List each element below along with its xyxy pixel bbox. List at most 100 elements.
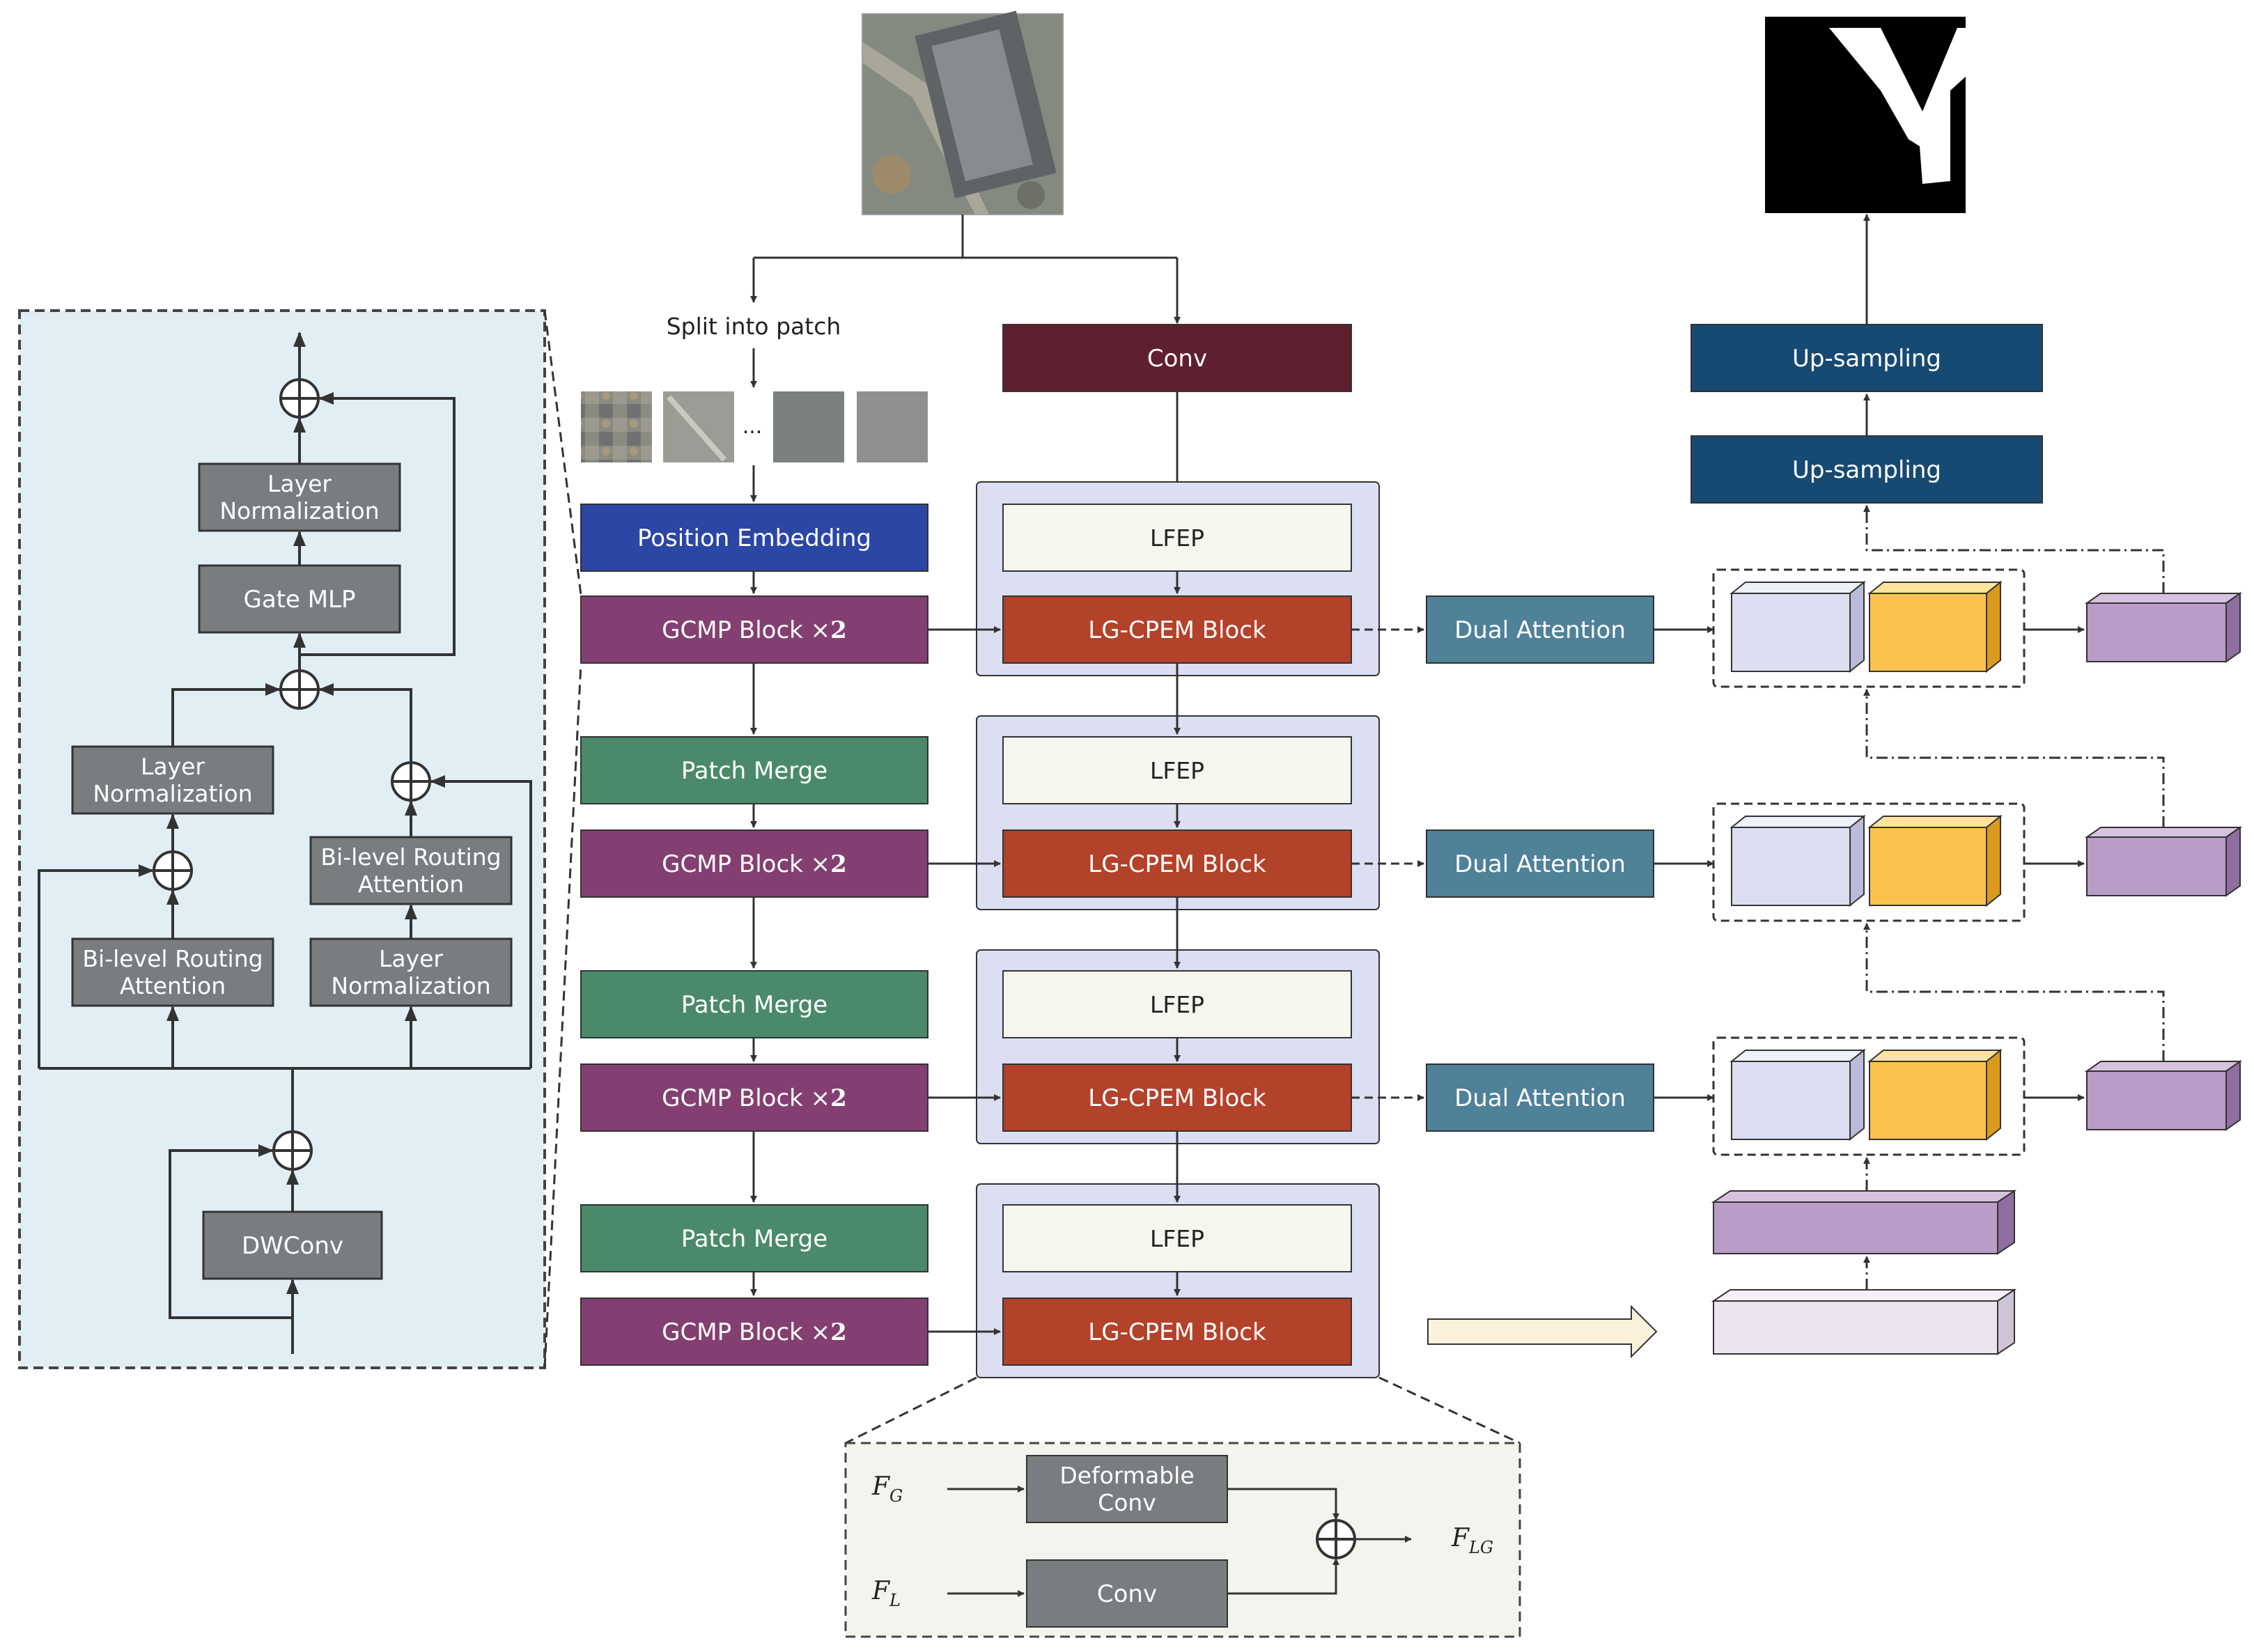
layer-norm-left-line1: Layer [141, 753, 205, 780]
lg-cpem-block-4-label: LG-CPEM Block [1088, 1318, 1266, 1346]
bottom-conv-box [1026, 1559, 1228, 1628]
layer-norm-right-line1: Layer [379, 945, 443, 972]
patch-thumbnails: ... [581, 391, 928, 462]
bi-level-right-box [309, 836, 513, 905]
fg-label: FG [871, 1472, 903, 1506]
zoom-line-bottom-left [845, 1376, 977, 1444]
patch-4 [857, 391, 928, 462]
deformable-conv-box [1026, 1455, 1228, 1523]
dual-attention-2-label: Dual Attention [1454, 850, 1626, 878]
lg-cpem-block-3-label: LG-CPEM Block [1088, 1084, 1266, 1112]
layer-norm-top-line1: Layer [267, 470, 332, 497]
lg-cpem-block-2 [1002, 829, 1352, 898]
gcmp-block-1 [580, 595, 928, 664]
cube-yellow-3 [1867, 1048, 2003, 1141]
bi-level-left-line2: Attention [120, 972, 226, 999]
zoom-line-bottom-right [1378, 1376, 1521, 1444]
center-blocks: LFEP LG-CPEM Block LFEP LG-CPEM Block LF… [1002, 504, 1352, 1366]
bi-level-right-line1: Bi-level Routing [320, 843, 501, 871]
cube-lavender-1 [1730, 580, 1866, 673]
layer-norm-right-box [309, 937, 513, 1007]
layer-norm-right-line2: Normalization [331, 972, 490, 999]
upsampling-block-top [1690, 324, 2043, 392]
flg-label: FLG [1451, 1524, 1493, 1557]
lfep-block-4 [1002, 1204, 1352, 1272]
lg-cpem-block-1-label: LG-CPEM Block [1088, 616, 1266, 644]
dual-attention-1 [1426, 595, 1654, 664]
gate-mlp-label: Gate MLP [243, 586, 355, 614]
cube-group-2 [1712, 802, 2026, 922]
cube-lavender-2 [1730, 814, 1866, 907]
lg-cpem-block-1 [1002, 595, 1352, 664]
lfep-block-2-label: LFEP [1150, 757, 1204, 784]
left-detail-panel: Layer Normalization Gate MLP Layer Norma… [18, 309, 546, 1369]
lfep-block-1 [1002, 504, 1352, 572]
cube-pale-wide [1711, 1288, 2017, 1355]
dwconv-box [202, 1210, 383, 1280]
gcmp-block-3-label: GCMP Block ×2 [662, 1084, 847, 1112]
patch-merge-3 [580, 1204, 928, 1272]
patch-merge-1 [580, 736, 928, 804]
gate-mlp-box [198, 564, 401, 634]
patch-merge-3-label: Patch Merge [681, 1225, 827, 1253]
right-add-icon [391, 761, 431, 802]
encoder-stage-1: GCMP Block ×2 [580, 595, 928, 664]
cube-purple-1 [2084, 592, 2243, 663]
gcmp-block-4-label: GCMP Block ×2 [662, 1318, 847, 1346]
split-into-patch-label: Split into patch [667, 313, 841, 340]
layer-norm-top-line2: Normalization [219, 497, 379, 524]
input-satellite-image [862, 10, 1064, 215]
output-mask-image [1765, 17, 1966, 213]
bottom-add-icon [272, 1130, 313, 1171]
big-forward-arrow [1427, 1304, 1658, 1359]
lfep-block-2 [1002, 736, 1352, 804]
zoom-line-top [543, 310, 582, 595]
patch-3 [773, 391, 844, 462]
lg-cpem-block-3 [1002, 1063, 1352, 1132]
gcmp-block-2-label: GCMP Block ×2 [662, 850, 847, 878]
bi-level-left-box [71, 937, 274, 1007]
upsampling-bottom-label: Up-sampling [1792, 456, 1941, 484]
cube-purple-wide [1711, 1190, 2017, 1255]
top-add-icon [279, 378, 320, 419]
upsampling-top-label: Up-sampling [1792, 345, 1941, 373]
patch-1 [581, 391, 652, 462]
cube-yellow-2 [1867, 814, 2003, 907]
lg-cpem-detail-panel: FG FL Deformable Conv Conv FLG [844, 1442, 1521, 1638]
layer-norm-left-line2: Normalization [93, 780, 252, 807]
patch-merge-1-label: Patch Merge [681, 757, 827, 785]
fusion-add-icon [1316, 1519, 1356, 1559]
dual-attention-blocks: Dual Attention Dual Attention Dual Atten… [1426, 595, 1654, 1132]
lg-cpem-block-4 [1002, 1298, 1352, 1366]
lfep-block-3 [1002, 970, 1352, 1038]
conv-top-label: Conv [1147, 345, 1207, 373]
fl-label: FL [871, 1577, 901, 1610]
cube-lavender-3 [1730, 1048, 1866, 1141]
deformable-conv-line2: Conv [1098, 1489, 1156, 1516]
zoom-line-bottom [543, 664, 582, 1369]
cube-purple-3 [2084, 1060, 2243, 1131]
patch-ellipsis: ... [743, 414, 763, 439]
patch-merge-2-label: Patch Merge [681, 991, 827, 1019]
dual-attention-3 [1426, 1063, 1654, 1132]
dual-attention-3-label: Dual Attention [1454, 1084, 1626, 1112]
position-embedding-label: Position Embedding [637, 524, 871, 552]
feature-cubes [1711, 568, 2243, 1355]
conv-top-box [1002, 324, 1352, 392]
gcmp-block-1-label: GCMP Block ×2 [662, 616, 847, 644]
bi-level-left-line1: Bi-level Routing [82, 945, 263, 972]
gcmp-block-4 [580, 1298, 928, 1366]
bottom-conv-label: Conv [1097, 1580, 1157, 1608]
dual-attention-2 [1426, 829, 1654, 898]
lfep-block-4-label: LFEP [1150, 1225, 1204, 1252]
dwconv-label: DWConv [242, 1232, 343, 1260]
position-embedding-box [580, 504, 928, 572]
left-add-icon [153, 850, 193, 891]
gcmp-block-3 [580, 1063, 928, 1132]
lg-cpem-block-2-label: LG-CPEM Block [1088, 850, 1266, 878]
cube-group-3 [1712, 1036, 2026, 1156]
dual-attention-1-label: Dual Attention [1454, 616, 1626, 644]
mid-add-icon [279, 669, 320, 710]
lfep-block-3-label: LFEP [1150, 991, 1204, 1018]
